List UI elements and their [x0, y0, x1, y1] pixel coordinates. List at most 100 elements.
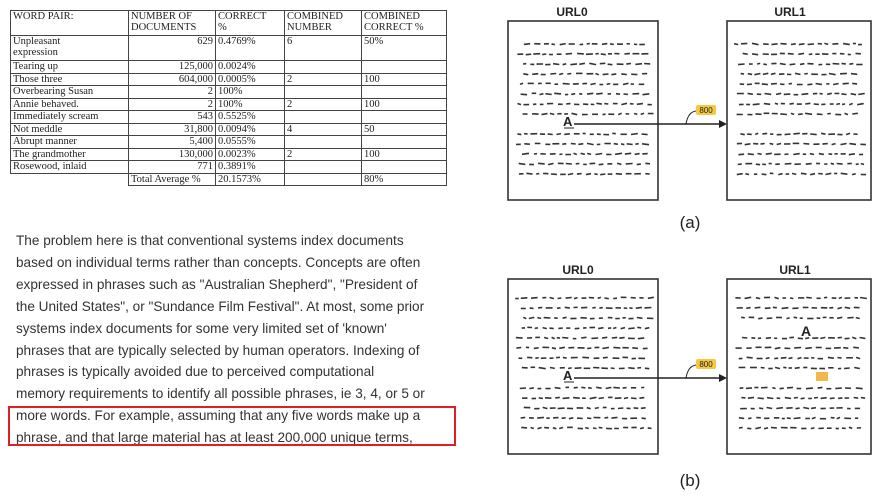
text-squiggle	[764, 92, 772, 96]
text-squiggle	[562, 142, 567, 145]
diagram-b-link-label-bg	[696, 359, 716, 369]
diagram-b-right-text-lines	[735, 296, 867, 430]
text-squiggle	[823, 296, 828, 299]
text-squiggle	[529, 387, 534, 390]
text-squiggle	[836, 102, 841, 106]
text-squiggle	[757, 152, 762, 156]
diagram-a-left-page	[507, 20, 659, 201]
text-squiggle	[744, 296, 752, 300]
text-squiggle	[621, 102, 628, 106]
text-squiggle	[537, 426, 542, 430]
paragraph-line: more words. For example, assuming that a…	[16, 408, 421, 424]
text-squiggle	[738, 416, 745, 420]
text-squiggle	[770, 72, 776, 76]
text-squiggle	[528, 316, 535, 320]
text-squiggle	[534, 327, 539, 330]
text-squiggle	[817, 386, 823, 389]
text-squiggle	[564, 306, 571, 309]
cell-documents: 543	[128, 110, 216, 124]
text-squiggle	[755, 296, 761, 300]
text-squiggle	[537, 316, 542, 320]
diagram-b: URL0 URL1 A A 800 (b)	[507, 263, 872, 490]
text-squiggle	[532, 72, 539, 76]
text-squiggle	[581, 386, 586, 389]
text-squiggle	[574, 367, 582, 370]
text-squiggle	[628, 367, 635, 370]
text-squiggle	[840, 142, 847, 146]
text-squiggle	[556, 307, 561, 310]
text-squiggle	[613, 346, 621, 349]
text-squiggle	[641, 133, 648, 136]
text-squiggle	[827, 356, 835, 359]
text-squiggle	[828, 72, 836, 76]
text-squiggle	[751, 42, 759, 46]
table-footer-row: Total Average % 20.1573% 80%	[10, 172, 447, 186]
text-squiggle	[571, 92, 576, 96]
text-squiggle	[841, 93, 847, 96]
text-squiggle	[804, 112, 813, 116]
cell-combined-correct	[361, 135, 447, 149]
text-squiggle	[738, 153, 745, 156]
text-squiggle	[530, 296, 538, 299]
text-squiggle	[554, 386, 561, 390]
text-squiggle	[752, 103, 760, 106]
text-squiggle	[780, 113, 787, 116]
text-squiggle	[626, 62, 632, 65]
text-squiggle	[585, 172, 592, 176]
text-squiggle	[807, 83, 813, 86]
text-squiggle	[565, 52, 573, 55]
text-squiggle	[747, 72, 753, 76]
diagram-a-link-label-bg	[696, 105, 716, 115]
text-squiggle	[852, 82, 858, 85]
text-squiggle	[801, 92, 809, 96]
text-squiggle	[849, 62, 854, 65]
text-squiggle	[859, 336, 866, 340]
text-squiggle	[581, 336, 587, 339]
text-squiggle	[596, 92, 603, 95]
text-squiggle	[598, 326, 604, 330]
diagram-b-caption: (b)	[680, 471, 701, 490]
text-squiggle	[590, 82, 596, 86]
text-squiggle	[848, 153, 856, 156]
text-squiggle	[793, 417, 801, 420]
text-squiggle	[858, 92, 865, 96]
text-squiggle	[829, 397, 835, 400]
cell-combined-number: 2	[284, 72, 362, 86]
cell-correct: 100%	[215, 85, 285, 99]
text-squiggle	[551, 43, 556, 46]
text-squiggle	[559, 346, 566, 350]
header-correct: CORRECT%	[215, 10, 285, 36]
text-squiggle	[606, 82, 611, 86]
text-squiggle	[607, 63, 613, 66]
text-squiggle	[543, 336, 549, 340]
text-squiggle	[562, 336, 569, 339]
text-squiggle	[515, 336, 523, 339]
cell-combined-correct	[361, 160, 447, 174]
text-squiggle	[559, 42, 566, 46]
text-squiggle	[647, 296, 654, 300]
text-squiggle	[797, 337, 804, 340]
cell-combined-number	[284, 135, 362, 149]
text-squiggle	[602, 73, 609, 76]
text-squiggle	[521, 152, 530, 156]
diagram-b-arrowhead	[719, 374, 727, 382]
text-squiggle	[805, 346, 812, 350]
text-squiggle	[519, 82, 524, 86]
text-squiggle	[762, 132, 768, 135]
diagram-a-right-text-lines	[733, 42, 867, 176]
text-squiggle	[538, 306, 543, 309]
text-squiggle	[747, 396, 755, 399]
text-squiggle	[567, 367, 572, 370]
text-squiggle	[601, 42, 608, 46]
cell-combined-number: 4	[284, 122, 362, 136]
table-row: Not meddle 31,800 0.0094% 4 50	[10, 122, 447, 136]
text-squiggle	[644, 367, 650, 370]
text-squiggle	[755, 163, 761, 166]
text-squiggle	[841, 62, 847, 65]
text-squiggle	[745, 173, 750, 176]
diagram-a-left-title: URL0	[556, 5, 588, 19]
text-squiggle	[853, 396, 859, 399]
